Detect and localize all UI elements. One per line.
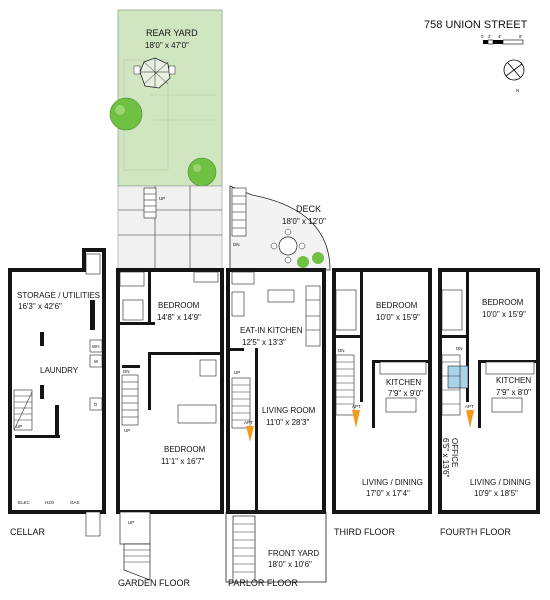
deck-dims: 18'0" x 12'0": [282, 217, 326, 226]
fourth-kitchen-dims: 7'9" x 8'0": [496, 388, 531, 397]
parlor-floor-plan: UP APT EAT-IN KITCHEN 12'5" x 13'3" LIVI…: [226, 268, 326, 514]
third-apt-label: APT: [352, 404, 361, 409]
parlor-stair: [231, 377, 251, 429]
garden-entry-up-label: UP: [128, 520, 134, 525]
patio-stair-up-label: UP: [159, 196, 165, 201]
third-kitchen-label: KITCHEN: [386, 378, 421, 387]
front-yard-dims: 18'0" x 10'6": [268, 560, 312, 569]
garden-bedroom2-label: BEDROOM: [164, 445, 206, 454]
garden-entry: UP: [119, 511, 151, 581]
scale-tick-8: 8': [519, 34, 523, 39]
cellar-storage-dims: 16'3" x 42'6": [18, 302, 62, 311]
fourth-floor-title: FOURTH FLOOR: [440, 527, 511, 537]
compass-north-label: N: [516, 88, 519, 93]
tree-icon: [109, 97, 143, 131]
third-stair-dn-label: DN: [338, 348, 345, 353]
cellar-w-label: W: [94, 359, 99, 364]
fourth-office-label: OFFICE: [450, 438, 459, 467]
tree-icon: [187, 157, 217, 187]
third-kitchen-dims: 7'9" x 9'0": [388, 389, 423, 398]
parlor-apt-marker: [246, 426, 254, 442]
compass-icon: N: [503, 59, 525, 93]
third-floor-plan: DN APT BEDROOM 10'0" x 15'9" KITCHEN 7'9…: [332, 268, 432, 514]
third-bedroom-label: BEDROOM: [376, 301, 418, 310]
cellar-gas-label: GAS: [70, 500, 80, 505]
third-apt-marker: [352, 410, 360, 428]
plant-icon: [297, 252, 324, 268]
rear-yard-dims: 18'0" x 47'0": [145, 41, 189, 50]
third-floor-title: THIRD FLOOR: [334, 527, 396, 537]
fourth-skylight: [447, 365, 469, 389]
garden-bedroom1-dims: 14'8" x 14'9": [157, 313, 201, 322]
cellar-stair-up-label: UP: [16, 424, 22, 429]
scale-tick-0: 0: [481, 34, 484, 39]
parlor-living-label: LIVING ROOM: [262, 406, 316, 415]
cellar-wh-label: WH: [92, 344, 100, 349]
fourth-bedroom-dims: 10'0" x 15'9": [482, 310, 526, 319]
parlor-living-dims: 11'0" x 28'3": [266, 418, 309, 427]
rear-yard-label: REAR YARD: [146, 28, 198, 38]
front-stoop: FRONT YARD 18'0" x 10'6": [225, 511, 327, 583]
deck: DECK 18'0" x 12'0" DN: [229, 185, 331, 271]
fourth-bedroom-label: BEDROOM: [482, 298, 524, 307]
dining-table-icon: [270, 228, 306, 264]
parlor-apt-label: APT: [244, 420, 253, 425]
cellar-stair: [13, 389, 33, 431]
third-living-dims: 17'0" x 17'4": [366, 489, 410, 498]
scale-tick-2: 2': [488, 34, 492, 39]
fourth-living-label: LIVING / DINING: [470, 478, 531, 487]
address-title: 758 UNION STREET: [424, 19, 528, 31]
deck-stair: [231, 187, 247, 237]
garden-floor-plan: DN UP BEDROOM 14'8" x 14'9" BEDROOM 11'1…: [116, 268, 224, 514]
fourth-floor-plan: DN APT BEDROOM 10'0" x 15'9" KITCHEN 7'9…: [438, 268, 540, 514]
fourth-stair-dn-label: DN: [456, 346, 463, 351]
garden-stair-dn-label: DN: [123, 369, 130, 374]
fourth-apt-marker: [466, 410, 474, 428]
fourth-kitchen-label: KITCHEN: [496, 376, 531, 385]
scale-tick-4: 4': [498, 34, 502, 39]
fourth-stair: [441, 354, 461, 416]
cellar-d-label: D: [94, 402, 98, 407]
rear-yard: REAR YARD 18'0" x 47'0": [109, 9, 223, 187]
fourth-office-dims: 6'5" x 13'6": [441, 438, 450, 478]
parlor-floor-title: PARLOR FLOOR: [228, 578, 298, 588]
cellar-laundry-label: LAUNDRY: [40, 366, 79, 375]
cellar-storage-label: STORAGE / UTILITIES: [17, 291, 100, 300]
cellar-plan: WH W D UP STORAGE / UTILITIES 16'3" x 42…: [8, 248, 106, 537]
cellar-h2o-label: H2O: [45, 500, 55, 505]
third-bedroom-dims: 10'0" x 15'9": [376, 313, 420, 322]
parlor-kitchen-label: EAT-IN KITCHEN: [240, 326, 303, 335]
cellar-elec-label: ELEC: [18, 500, 31, 505]
garden-stair-up-label: UP: [124, 428, 130, 433]
third-stair: [335, 354, 355, 416]
window-markers: [124, 268, 520, 514]
deck-stair-dn-label: DN: [233, 242, 240, 247]
cellar-title: CELLAR: [10, 527, 46, 537]
garden-bedroom2-dims: 11'1" x 16'7": [161, 457, 204, 466]
patio-stair: [143, 187, 157, 219]
garden-bedroom1-label: BEDROOM: [158, 301, 200, 310]
scale-bar: 0 2' 4' 8': [481, 34, 524, 45]
parlor-stair-up-label: UP: [234, 370, 240, 375]
third-living-label: LIVING / DINING: [362, 478, 423, 487]
garden-floor-title: GARDEN FLOOR: [118, 578, 191, 588]
fourth-living-dims: 10'9" x 18'5": [474, 489, 518, 498]
front-yard-label: FRONT YARD: [268, 549, 319, 558]
garden-stair: [121, 374, 139, 426]
umbrella-table-icon: [133, 57, 176, 89]
parlor-kitchen-dims: 12'5" x 13'3": [242, 338, 286, 347]
patio: UP: [117, 185, 223, 271]
fourth-apt-label: APT: [465, 404, 474, 409]
deck-label: DECK: [296, 204, 321, 214]
